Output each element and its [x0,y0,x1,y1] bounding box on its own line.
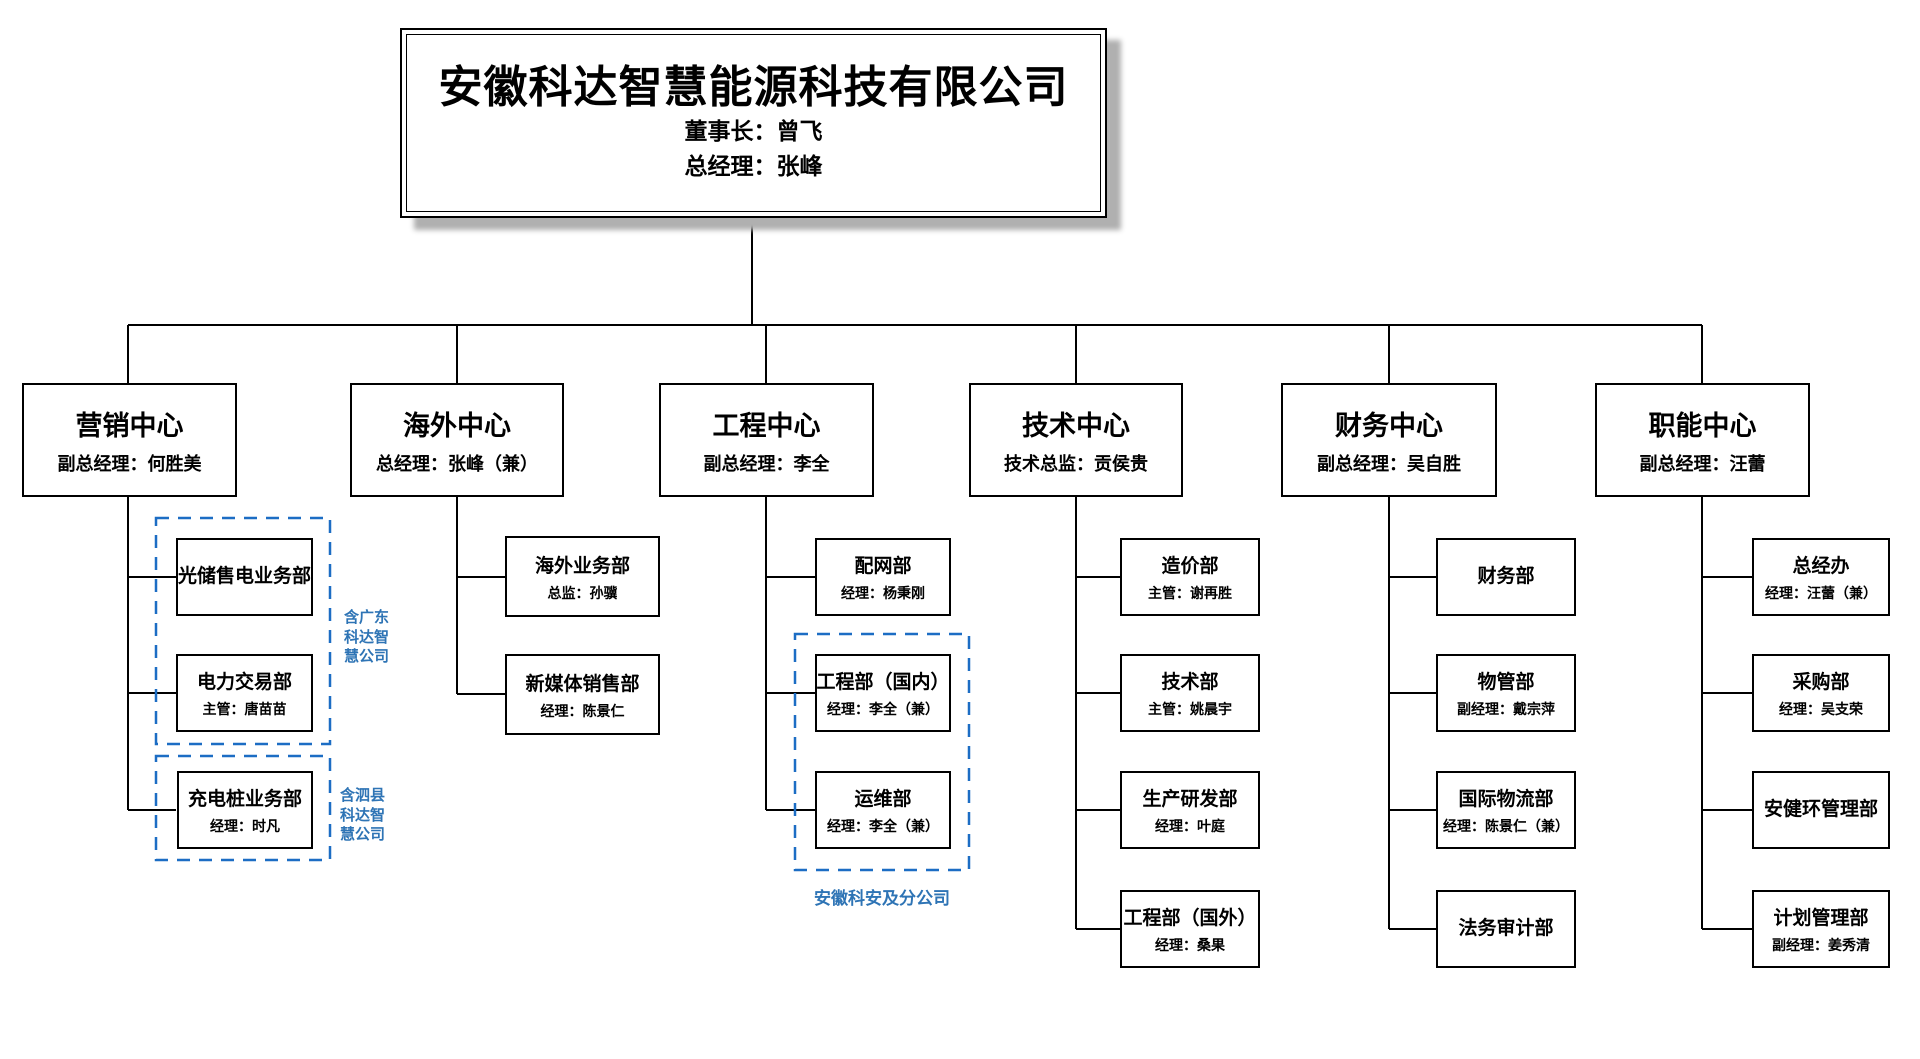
dept-title: 新媒体销售部 [525,673,640,695]
center-box-finance: 财务中心 副总经理：吴自胜 [1281,383,1497,497]
dept-title: 物管部 [1477,672,1535,693]
center-box-engineering: 工程中心 副总经理：李全 [659,383,874,497]
dept-subtitle: 经理：吴支荣 [1779,703,1863,718]
dept-box-power-trading: 电力交易部 主管：唐苗苗 [176,654,313,732]
dept-title: 工程部（国外） [1123,908,1257,929]
dept-subtitle: 副经理：戴宗萍 [1457,703,1555,718]
dept-box-technology-dept: 技术部 主管：姚晨宇 [1120,654,1260,732]
center-subtitle: 副总经理：何胜美 [57,454,202,474]
dept-title: 技术部 [1161,672,1219,693]
company-title-box: 安徽科达智慧能源科技有限公司 董事长：曾飞 总经理：张峰 [400,28,1107,218]
dept-subtitle: 经理：汪蕾（兼） [1765,587,1877,602]
center-title: 营销中心 [75,411,184,441]
dept-title: 造价部 [1161,556,1219,577]
dept-subtitle: 经理：李全（兼） [827,703,939,718]
dept-subtitle: 主管：唐苗苗 [202,703,287,718]
chairman-line: 董事长：曾飞 [684,119,823,145]
center-subtitle: 总经理：张峰（兼） [376,454,538,474]
dept-title: 光储售电业务部 [178,566,312,587]
company-name: 安徽科达智慧能源科技有限公司 [438,62,1069,112]
dept-box-gm-office: 总经办 经理：汪蕾（兼） [1752,538,1890,616]
company-title-inner-border: 安徽科达智慧能源科技有限公司 董事长：曾飞 总经理：张峰 [406,34,1101,212]
general-manager-line: 总经理：张峰 [684,154,823,180]
group-frame-guangdong [154,516,332,746]
center-box-overseas: 海外中心 总经理：张峰（兼） [350,383,564,497]
dept-box-legal-audit: 法务审计部 [1436,890,1576,968]
dept-subtitle: 经理：叶庭 [1155,820,1225,835]
center-subtitle: 副总经理：李全 [703,454,830,474]
dept-title: 国际物流部 [1458,789,1554,810]
dept-title: 采购部 [1792,672,1850,693]
annotation-guangdong-keda: 含广东科达智慧公司 [344,610,390,665]
center-title: 工程中心 [712,411,821,441]
dept-title: 电力交易部 [196,672,292,693]
dept-subtitle: 主管：谢再胜 [1148,587,1232,602]
dept-box-international-logistics: 国际物流部 经理：陈景仁（兼） [1436,771,1576,849]
center-title: 海外中心 [403,411,511,441]
dept-box-distribution-network: 配网部 经理：杨秉刚 [815,538,951,616]
center-subtitle: 技术总监：贡侯贵 [1004,454,1148,474]
dept-title: 财务部 [1477,566,1535,587]
dept-subtitle: 经理：时凡 [210,820,280,835]
dept-box-planning-management: 计划管理部 副经理：姜秀清 [1752,890,1890,968]
dept-title: 法务审计部 [1458,918,1554,939]
dept-title: 海外业务部 [534,555,630,577]
dept-box-overseas-business: 海外业务部 总监：孙骥 [505,536,660,617]
dept-subtitle: 副经理：姜秀清 [1772,939,1870,954]
dept-title: 运维部 [854,789,912,810]
dept-subtitle: 总监：孙骥 [547,586,618,602]
dept-box-charging-pile: 充电桩业务部 经理：时凡 [177,771,313,849]
dept-title: 生产研发部 [1142,789,1238,810]
center-box-functional: 职能中心 副总经理：汪蕾 [1595,383,1810,497]
dept-subtitle: 经理：陈景仁 [540,704,625,720]
dept-box-new-media-sales: 新媒体销售部 经理：陈景仁 [505,654,660,735]
center-title: 技术中心 [1022,411,1130,441]
dept-box-engineering-domestic: 工程部（国内） 经理：李全（兼） [815,654,951,732]
center-box-technology: 技术中心 技术总监：贡侯贵 [969,383,1183,497]
center-title: 财务中心 [1335,411,1443,441]
dept-box-engineering-overseas: 工程部（国外） 经理：桑果 [1120,890,1260,968]
group-frame-sixian [154,754,332,862]
center-subtitle: 副总经理：吴自胜 [1317,454,1461,474]
annotation-sixian-keda: 含泗县科达智慧公司 [340,788,386,843]
dept-subtitle: 经理：桑果 [1155,939,1225,954]
dept-title: 工程部（国内） [816,672,950,693]
dept-title: 配网部 [854,556,912,577]
dept-title: 充电桩业务部 [187,789,302,810]
center-subtitle: 副总经理：汪蕾 [1639,454,1766,474]
center-title: 职能中心 [1648,411,1757,441]
dept-box-property-management: 物管部 副经理：戴宗萍 [1436,654,1576,732]
dept-box-production-rd: 生产研发部 经理：叶庭 [1120,771,1260,849]
dept-title: 安健环管理部 [1763,799,1878,820]
dept-subtitle: 经理：杨秉刚 [841,587,925,602]
center-box-marketing: 营销中心 副总经理：何胜美 [22,383,237,497]
dept-title: 总经办 [1792,556,1850,577]
dept-box-hse-management: 安健环管理部 [1752,771,1890,849]
dept-box-operation-maintenance: 运维部 经理：李全（兼） [815,771,951,849]
dept-box-cost-estimation: 造价部 主管：谢再胜 [1120,538,1260,616]
dept-subtitle: 经理：李全（兼） [827,820,939,835]
dept-box-finance-dept: 财务部 [1436,538,1576,616]
dept-box-procurement: 采购部 经理：吴支荣 [1752,654,1890,732]
dept-box-pv-storage-power-sales: 光储售电业务部 [176,538,313,616]
group-frame-kean [793,632,971,872]
dept-title: 计划管理部 [1773,908,1869,929]
dept-subtitle: 经理：陈景仁（兼） [1443,820,1569,835]
annotation-anhui-kean: 安徽科安及分公司 [814,889,950,908]
dept-subtitle: 主管：姚晨宇 [1148,703,1232,718]
